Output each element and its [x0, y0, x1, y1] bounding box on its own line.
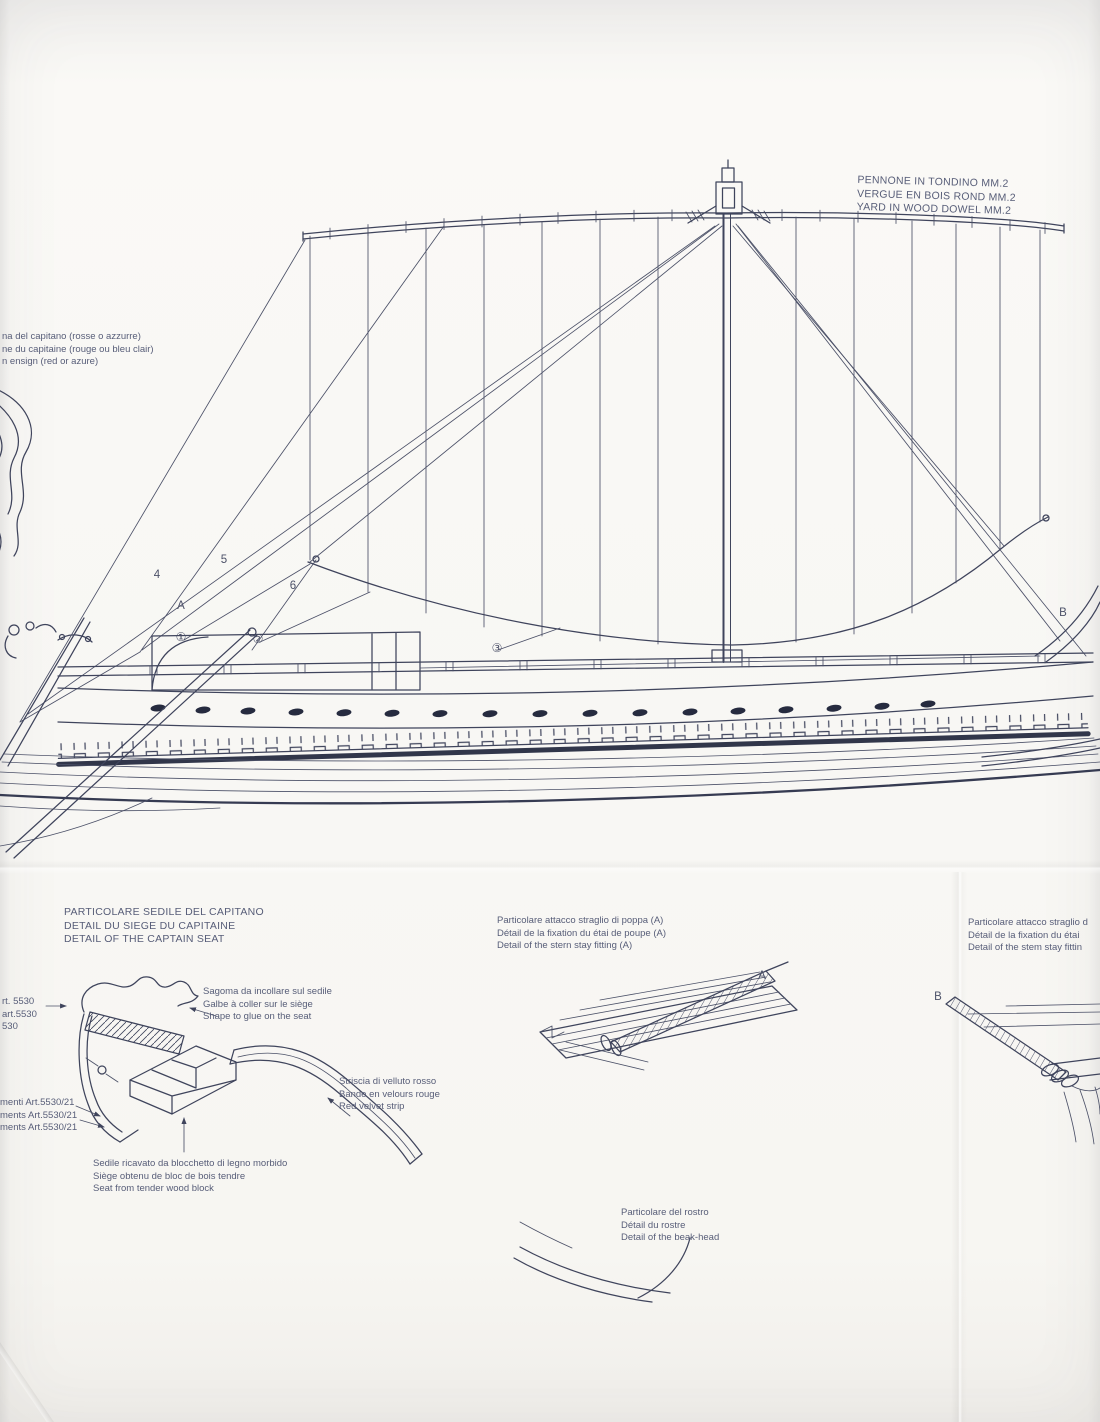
art-number-label: rt. 5530 art.5530 530 — [2, 996, 37, 1034]
seat-title-it: PARTICOLARE SEDILE DEL CAPITANO — [64, 906, 264, 918]
marker-stay-b: B — [1059, 607, 1067, 619]
oar-ports — [150, 700, 936, 718]
beak-head-it: Particolare del rostro — [621, 1207, 709, 1218]
stern-stay-detail-drawing — [539, 961, 798, 1071]
stem-stay-detail-drawing — [945, 996, 1100, 1145]
velvet-strip-it: Striscia di velluto rosso — [339, 1076, 437, 1087]
main-ship-drawing — [0, 159, 1100, 859]
stem-stay-it: Particolare attacco straglio d — [968, 917, 1088, 928]
mast — [685, 159, 771, 663]
stem-stay-fr: Détail de la fixation du étai — [968, 929, 1080, 941]
ensign-label: na del capitano (rosse o azzurre) ne du … — [2, 331, 154, 369]
seat-title-fr: DETAIL DU SIEGE DU CAPITAINE — [64, 919, 236, 932]
beak-head-detail-drawing — [513, 1221, 691, 1303]
sail-brails — [307, 216, 1050, 646]
captain-seat-detail-drawing — [45, 976, 423, 1165]
seat-block-it: Sedile ricavato da blocchetto di legno m… — [93, 1158, 288, 1169]
seat-shape-en: Shape to glue on the seat — [203, 1011, 312, 1023]
ensign-label-fr: ne du capitaine (rouge ou bleu clair) — [2, 343, 154, 355]
marker-stay-6: 6 — [289, 580, 297, 592]
ornament-number-en: ments Art.5530/21 — [0, 1122, 78, 1134]
marker-point-2: ② — [252, 632, 264, 646]
velvet-strip-fr: Bande en velours rouge — [339, 1088, 440, 1100]
art-number-fr: art.5530 — [2, 1008, 37, 1020]
yard-spar — [302, 209, 1065, 242]
crenellation-band — [56, 712, 1091, 767]
hull-planking — [0, 737, 1100, 847]
beak-head-en: Detail of the beak-head — [621, 1232, 720, 1244]
beak-head-label: Particolare del rostro Détail du rostre … — [621, 1207, 719, 1245]
seat-block-label: Sedile ricavato da blocchetto di legno m… — [93, 1158, 287, 1196]
ornament-number-label: menti Art.5530/21 ments Art.5530/21 ment… — [0, 1097, 77, 1135]
steering-oars — [0, 617, 258, 859]
seat-block-en: Seat from tender wood block — [93, 1183, 214, 1195]
stem-stay-en: Detail of the stem stay fittin — [968, 942, 1083, 954]
stern-stay-fr: Détail de la fixation du étai de poupe (… — [497, 927, 666, 939]
marker-point-1: ① — [175, 630, 187, 644]
ensign-drawing — [0, 390, 32, 557]
seat-title-en: DETAIL OF THE CAPTAIN SEAT — [64, 933, 225, 946]
marker-stay-5: 5 — [220, 554, 228, 566]
callout-arrows — [45, 1003, 351, 1153]
marker-stay-4: 4 — [153, 569, 161, 581]
stem-stay-label: Particolare attacco straglio d Détail de… — [968, 917, 1088, 955]
velvet-strip-en: Red velvet strip — [339, 1101, 405, 1113]
seat-shape-fr: Galbe à coller sur le siège — [203, 998, 313, 1010]
captain-seat-title: PARTICOLARE SEDILE DEL CAPITANO DETAIL D… — [64, 906, 264, 947]
marker-detail-b: B — [934, 991, 942, 1003]
ensign-label-it: na del capitano (rosse o azzurre) — [2, 331, 141, 342]
hull — [0, 585, 1100, 859]
marker-detail-a: A — [758, 970, 766, 982]
art-number-en: 530 — [2, 1021, 18, 1033]
ornament-number-fr: ments Art.5530/21 — [0, 1109, 78, 1121]
stern-ornament — [4, 621, 93, 659]
rigging-lines — [19, 223, 1087, 723]
stern-stay-it: Particolare attacco straglio di poppa (A… — [497, 915, 664, 926]
stern-stay-label: Particolare attacco straglio di poppa (A… — [497, 915, 666, 953]
marker-point-3: ③ — [491, 641, 503, 655]
seat-shape-it: Sagoma da incollare sul sedile — [203, 986, 332, 997]
marker-stay-a: A — [177, 600, 185, 612]
seat-shape-label: Sagoma da incollare sul sedile Galbe à c… — [203, 986, 332, 1024]
beak-head-fr: Détail du rostre — [621, 1219, 686, 1231]
art-number-it: rt. 5530 — [2, 996, 35, 1007]
stern-stay-en: Detail of the stern stay fitting (A) — [497, 940, 633, 952]
ensign-label-en: n ensign (red or azure) — [2, 356, 99, 368]
velvet-strip-label: Striscia di velluto rosso Bande en velou… — [339, 1076, 440, 1114]
seat-block-fr: Siège obtenu de bloc de bois tendre — [93, 1170, 246, 1182]
ornament-number-it: menti Art.5530/21 — [0, 1097, 75, 1108]
yard-label: PENNONE IN TONDINO MM.2 VERGUE EN BOIS R… — [856, 174, 1016, 219]
